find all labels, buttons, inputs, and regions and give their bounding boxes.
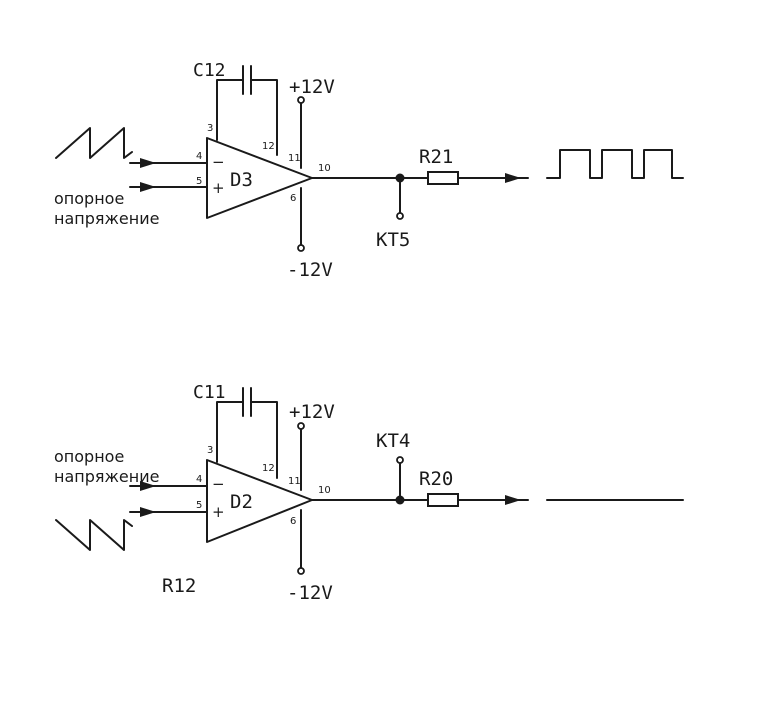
top-supply-pos-label: +12V (289, 76, 335, 98)
top-supply-pos-terminal (297, 96, 305, 104)
bottom-pin-10: 10 (318, 485, 331, 496)
bottom-supply-pos-terminal (297, 422, 305, 430)
bottom-test-point-label: KT4 (376, 430, 410, 452)
bottom-sawtooth-waveform (55, 519, 133, 551)
top-pin-6: 6 (290, 193, 296, 204)
top-minus-sign: − (212, 153, 225, 171)
bottom-input-arrow-inv (140, 481, 156, 491)
top-supply-neg-terminal (297, 244, 305, 252)
bottom-reference-label-line2: напряжение (54, 467, 159, 486)
top-resistor-label: R21 (419, 146, 453, 168)
bottom-r12-label: R12 (162, 575, 196, 597)
bottom-pin-6: 6 (290, 516, 296, 527)
bottom-output-arrow (505, 495, 521, 505)
bottom-pin-12: 12 (262, 463, 275, 474)
top-opamp-symbol (206, 137, 313, 219)
top-sawtooth-waveform (55, 127, 133, 159)
top-reference-label-line1: опорное (54, 189, 124, 208)
top-pin-3: 3 (207, 123, 213, 134)
bottom-pin-5: 5 (196, 500, 202, 511)
top-square-waveform (546, 149, 684, 179)
bottom-resistor-label: R20 (419, 468, 453, 490)
bottom-supply-neg-terminal (297, 567, 305, 575)
bottom-capacitor-label: C11 (193, 382, 226, 403)
bottom-minus-sign: − (212, 475, 225, 493)
top-opamp-label: D3 (230, 169, 253, 191)
top-output-arrow (505, 173, 521, 183)
top-test-point-label: KT5 (376, 229, 410, 251)
bottom-resistor (427, 493, 459, 507)
top-capacitor-label: C12 (193, 60, 226, 81)
bottom-opamp-symbol (206, 459, 313, 543)
bottom-supply-pos-label: +12V (289, 401, 335, 423)
top-input-arrow-inv (140, 158, 156, 168)
top-input-arrow-noninv (140, 182, 156, 192)
bottom-opamp-label: D2 (230, 491, 253, 513)
top-plus-sign: + (212, 179, 225, 197)
bottom-pin-11: 11 (288, 476, 301, 487)
top-pin-4: 4 (196, 151, 202, 162)
top-circuit: D3 − + 4 5 3 12 11 10 6 C12 +12V -12V (54, 60, 684, 281)
top-pin-11: 11 (288, 153, 301, 164)
bottom-input-arrow-noninv (140, 507, 156, 517)
top-reference-label-line2: напряжение (54, 209, 159, 228)
top-pin-12: 12 (262, 141, 275, 152)
top-test-point (396, 212, 404, 220)
bottom-test-point (396, 456, 404, 464)
bottom-reference-label-line1: опорное (54, 447, 124, 466)
top-pin-5: 5 (196, 176, 202, 187)
bottom-circuit: D2 − + 4 5 3 12 11 10 6 C11 +12V -12V (54, 382, 684, 604)
bottom-plus-sign: + (212, 503, 225, 521)
top-supply-neg-label: -12V (287, 259, 333, 281)
bottom-pin-4: 4 (196, 474, 202, 485)
bottom-supply-neg-label: -12V (287, 582, 333, 604)
top-pin-10: 10 (318, 163, 331, 174)
top-resistor (427, 171, 459, 185)
bottom-pin-3: 3 (207, 445, 213, 456)
